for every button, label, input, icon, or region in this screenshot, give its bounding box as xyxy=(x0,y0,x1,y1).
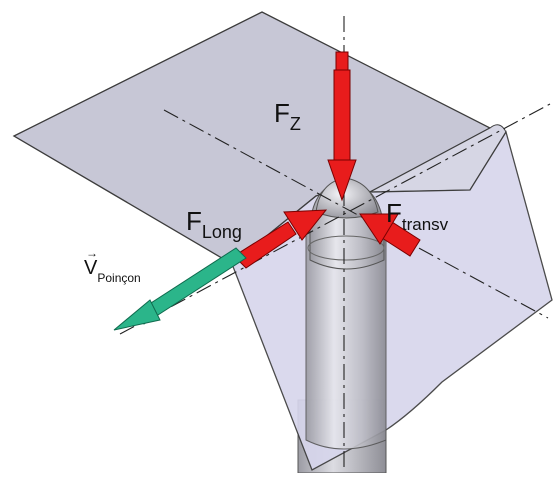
velocity-label: VPoinçon → xyxy=(84,246,141,285)
velocity-vector-mark: → xyxy=(86,246,98,260)
svg-text:VPoinçon: VPoinçon xyxy=(84,257,141,285)
velocity-arrow xyxy=(114,248,246,330)
